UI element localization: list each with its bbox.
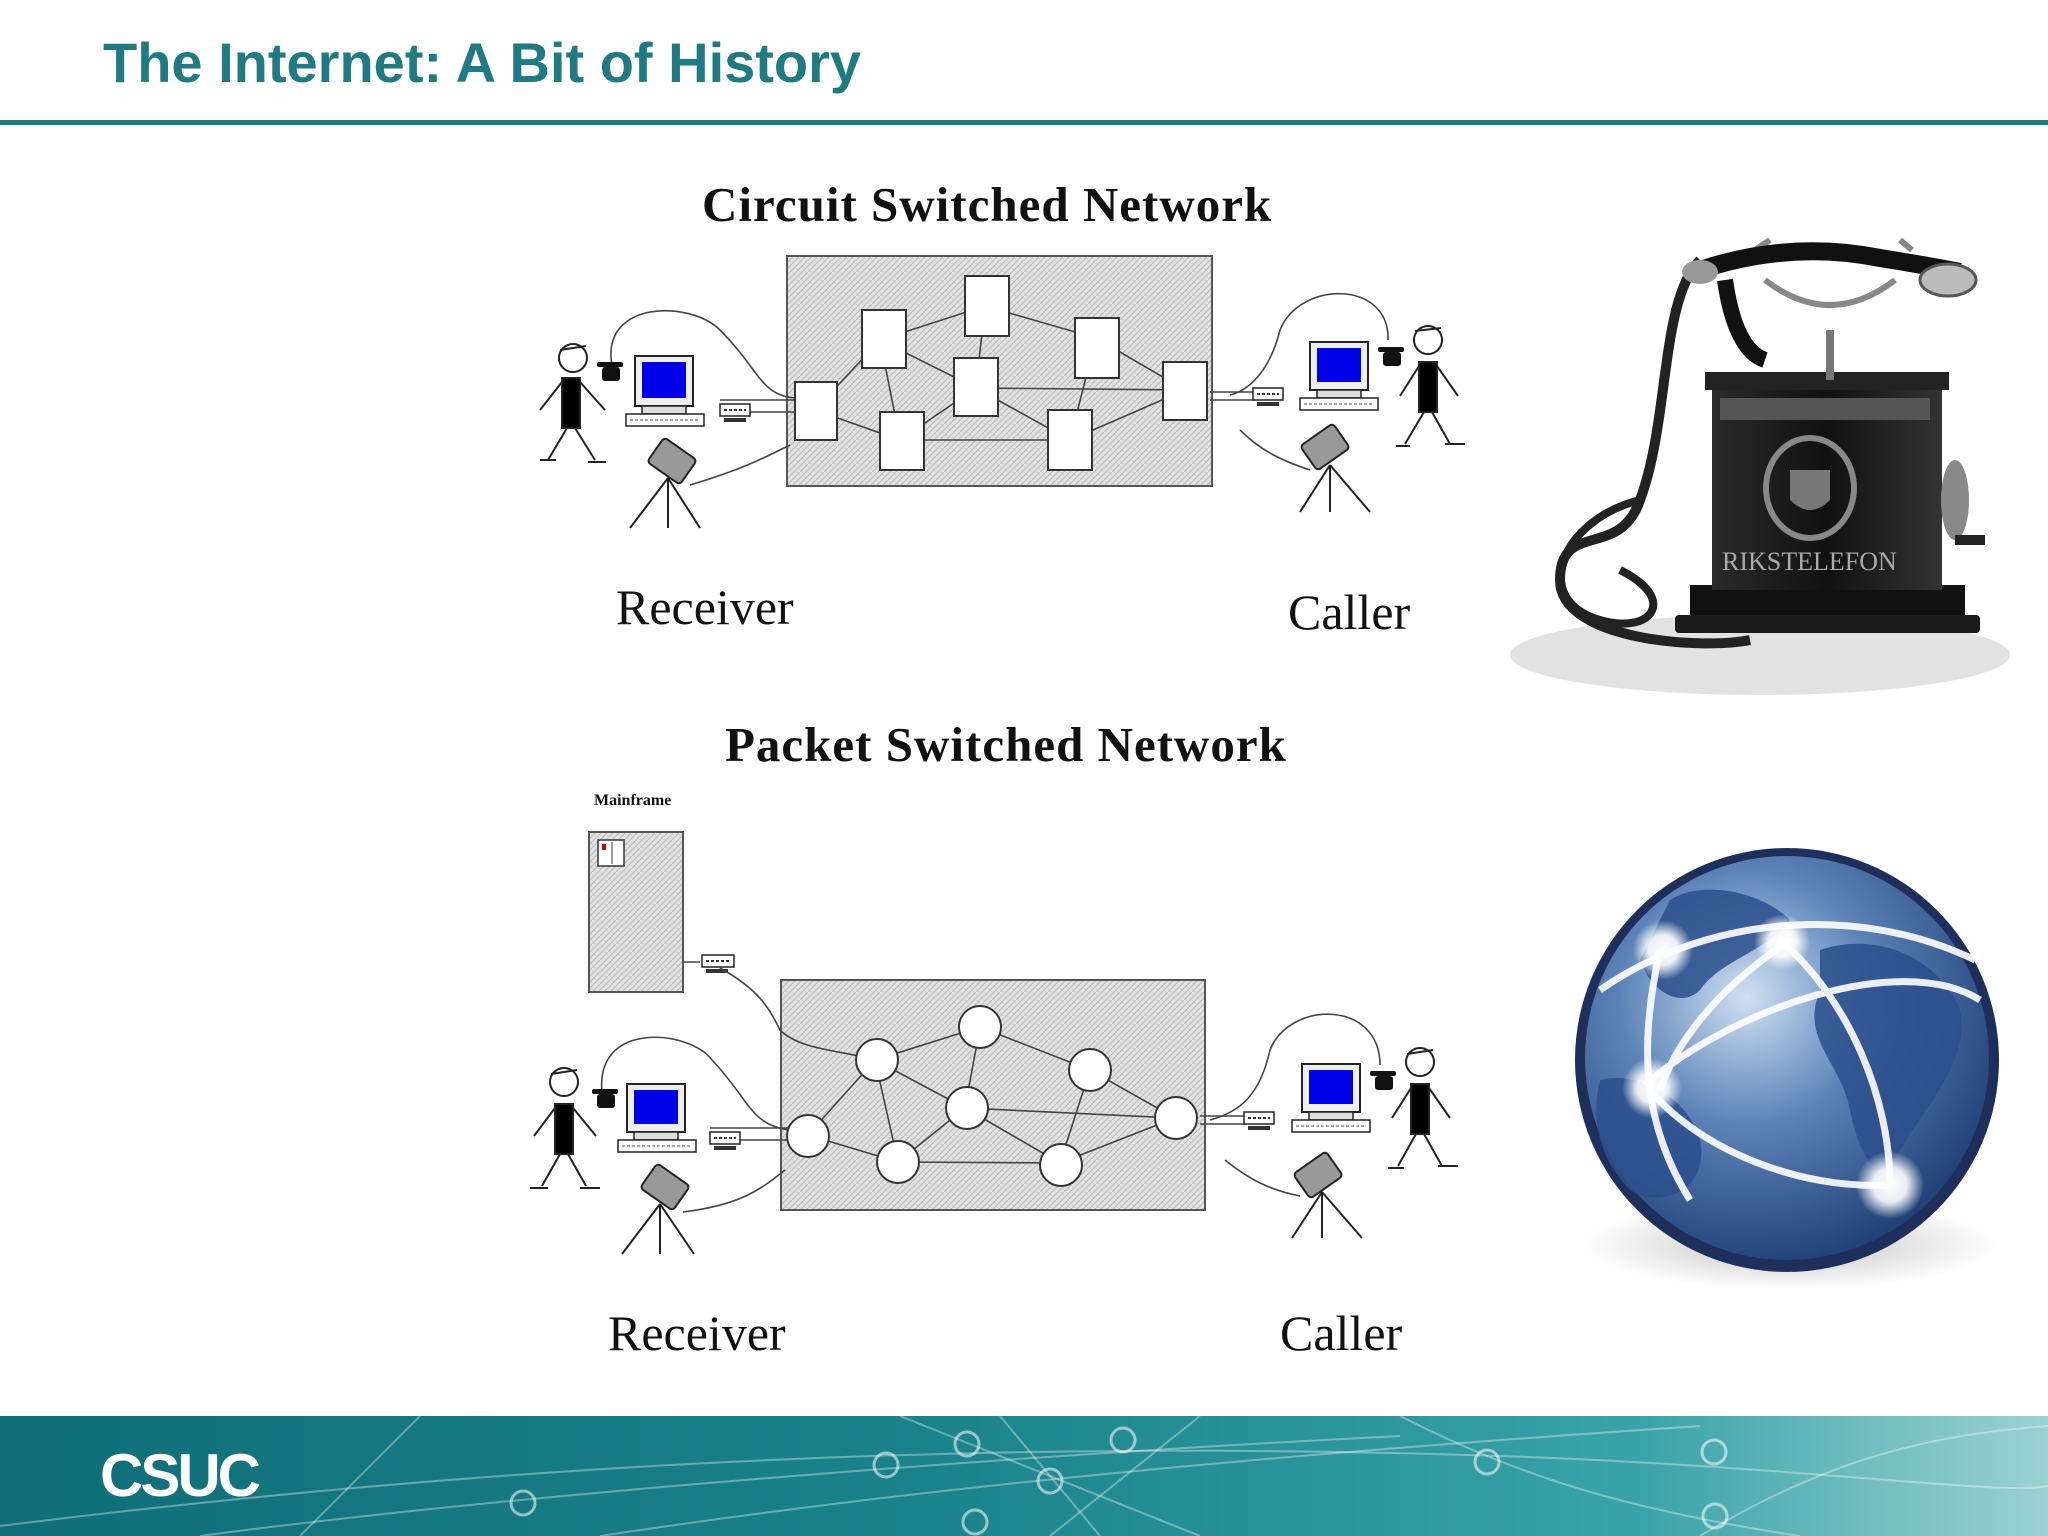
circuit-diagram-title: Circuit Switched Network bbox=[702, 177, 1273, 232]
mainframe-label: Mainframe bbox=[594, 792, 672, 809]
circuit-receiver-label: Receiver bbox=[616, 579, 794, 635]
packet-caller-phone-icon bbox=[1370, 1071, 1396, 1090]
circuit-caller-computer-icon bbox=[1299, 341, 1379, 411]
packet-receiver-modem-icon bbox=[709, 1131, 741, 1150]
circuit-caller-modem-icon bbox=[1252, 387, 1284, 406]
packet-receiver-person bbox=[530, 1067, 600, 1189]
rikstelefon-text: RIKSTELEFON bbox=[1722, 547, 1897, 576]
network-pattern-decoration bbox=[0, 1416, 2048, 1536]
csuc-logo-text: CSUC bbox=[100, 1442, 261, 1509]
packet-caller-modem-icon bbox=[1243, 1111, 1275, 1130]
circuit-receiver-phone-icon bbox=[597, 362, 623, 381]
packet-receiver-computer-icon bbox=[617, 1083, 697, 1153]
packet-diagram-title: Packet Switched Network bbox=[725, 717, 1287, 772]
packet-caller-camera-icon bbox=[1291, 1151, 1363, 1239]
circuit-receiver-person bbox=[539, 343, 606, 463]
packet-caller-computer-icon bbox=[1291, 1063, 1371, 1133]
footer-banner: CSUC bbox=[0, 1416, 2048, 1536]
mainframe-icon bbox=[588, 831, 684, 993]
csuc-logo: CSUC bbox=[100, 1441, 261, 1510]
slide-title: The Internet: A Bit of History bbox=[103, 31, 862, 94]
circuit-receiver-camera-icon bbox=[629, 437, 701, 529]
title-divider bbox=[0, 120, 2048, 125]
packet-caller-label: Caller bbox=[1280, 1305, 1403, 1361]
circuit-caller-camera-icon bbox=[1299, 423, 1371, 513]
packet-receiver-camera-icon bbox=[621, 1163, 695, 1255]
mainframe-modem-icon bbox=[701, 954, 735, 973]
circuit-caller-phone-icon bbox=[1378, 347, 1404, 366]
packet-receiver-label: Receiver bbox=[608, 1305, 786, 1361]
circuit-caller-label: Caller bbox=[1288, 584, 1411, 640]
packet-receiver-phone-icon bbox=[592, 1089, 618, 1108]
circuit-network-cloud bbox=[786, 255, 1213, 487]
packet-caller-person bbox=[1388, 1047, 1458, 1169]
circuit-caller-person bbox=[1396, 325, 1465, 447]
circuit-receiver-computer-icon bbox=[625, 355, 705, 427]
circuit-receiver-modem-icon bbox=[719, 403, 751, 422]
